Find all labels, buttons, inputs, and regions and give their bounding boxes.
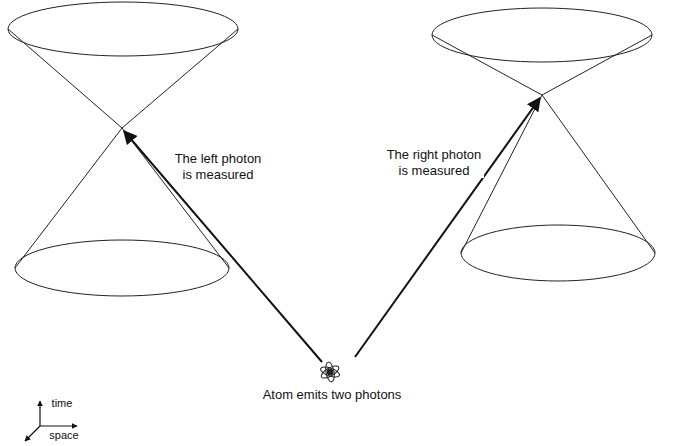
right-light-cone bbox=[432, 8, 655, 281]
emission-label: Atom emits two photons bbox=[263, 387, 402, 403]
axis-label: space bbox=[49, 429, 78, 442]
measurement-label: The right photon is measured bbox=[384, 147, 484, 178]
atom-symbol bbox=[319, 361, 341, 382]
left-photon-path bbox=[124, 131, 322, 362]
right-photon-path bbox=[355, 98, 540, 357]
measurement-label: The left photon is measured bbox=[171, 151, 265, 182]
axis-label: time bbox=[52, 397, 73, 410]
left-light-cone bbox=[8, 2, 238, 296]
